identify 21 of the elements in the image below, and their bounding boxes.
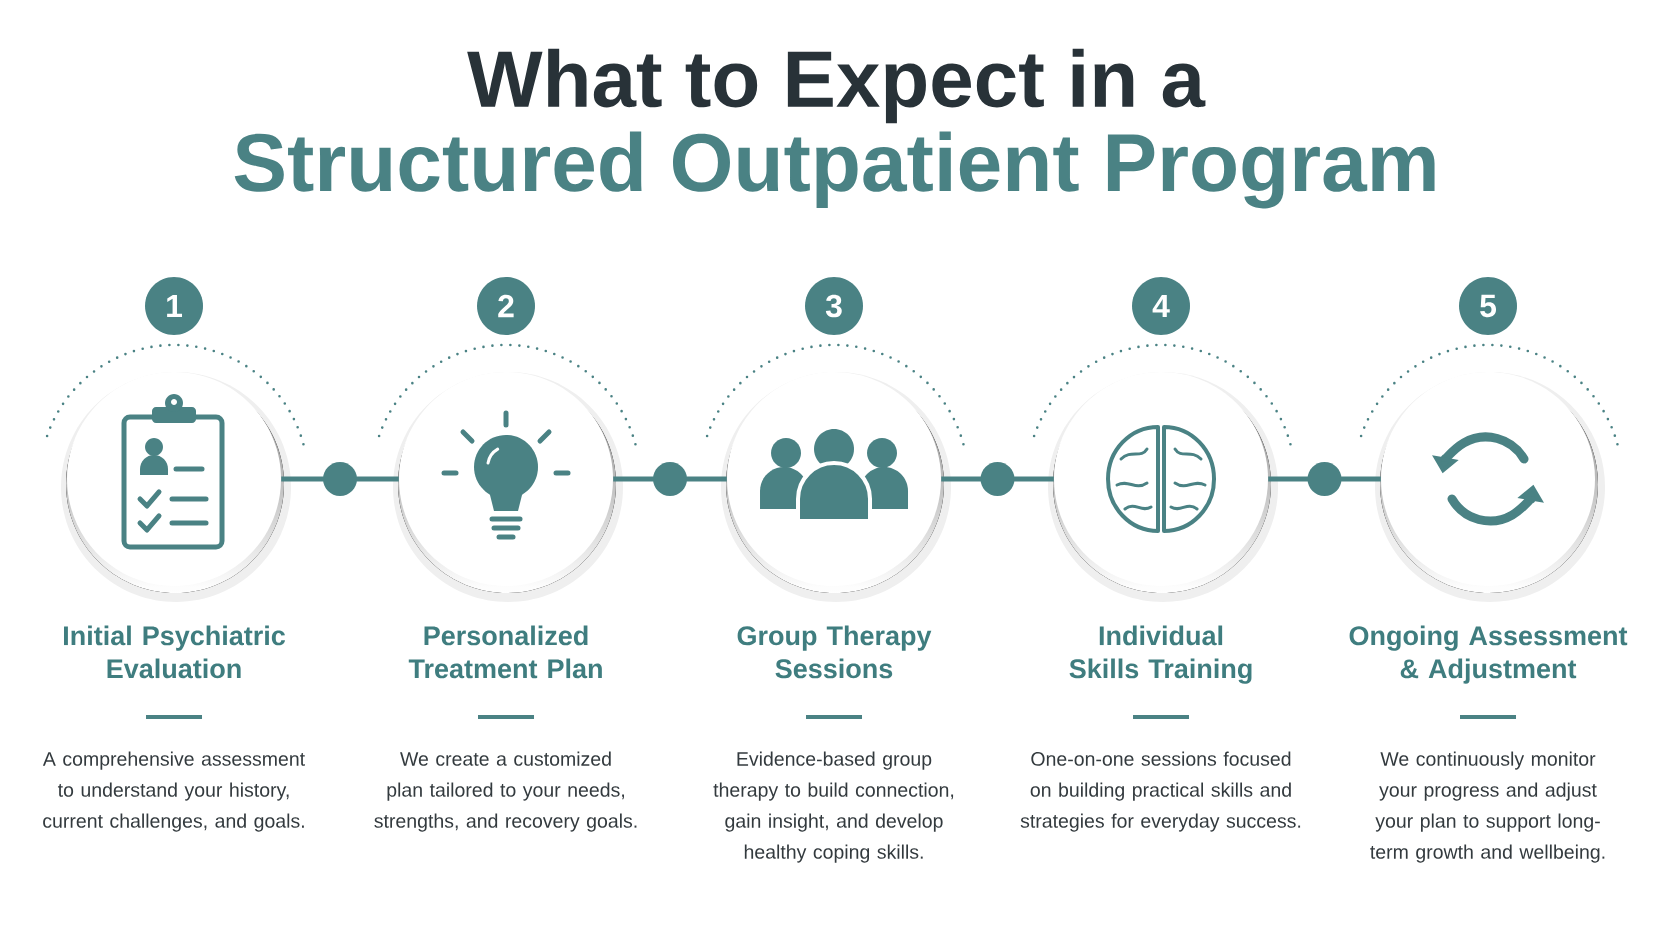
step-description: A comprehensive assessment to understand your history, current challenges, and goals. [42, 751, 305, 832]
number-badge: 1 [145, 277, 203, 335]
number-badge: 4 [1132, 277, 1190, 335]
step-heading: Personalized Treatment Plan [408, 625, 602, 679]
connector-line [1268, 462, 1381, 496]
step-description: Evidence-based group therapy to build connection, gain insight, and develop healthy coping skills. [713, 751, 954, 863]
connector-line [281, 462, 399, 496]
number-badge: 3 [805, 277, 863, 335]
step-heading: Group Therapy Sessions [737, 625, 932, 679]
connector-line [941, 462, 1054, 496]
step-heading: Ongoing Assessment & Adjustment [1349, 625, 1628, 684]
step-description: We continuously monitor your progress and adjust your plan to support long-term growth and wellbeing. [1370, 751, 1605, 863]
step-heading: Initial Psychiatric Evaluation [64, 625, 285, 679]
step-heading: Individual Skills Training [1069, 625, 1252, 684]
title: What to Expect in a [467, 48, 1206, 124]
connector-line [613, 462, 727, 496]
subtitle: Structured Outpatient Program [234, 131, 1435, 209]
step-description: One-on-one sessions focused on building practical skills and strategies for everyday success. [1020, 751, 1301, 832]
number-badge: 2 [477, 277, 535, 335]
number-badge: 5 [1459, 277, 1517, 335]
step-description: We create a customized plan tailored to your needs, strengths, and recovery goals. [374, 751, 637, 832]
